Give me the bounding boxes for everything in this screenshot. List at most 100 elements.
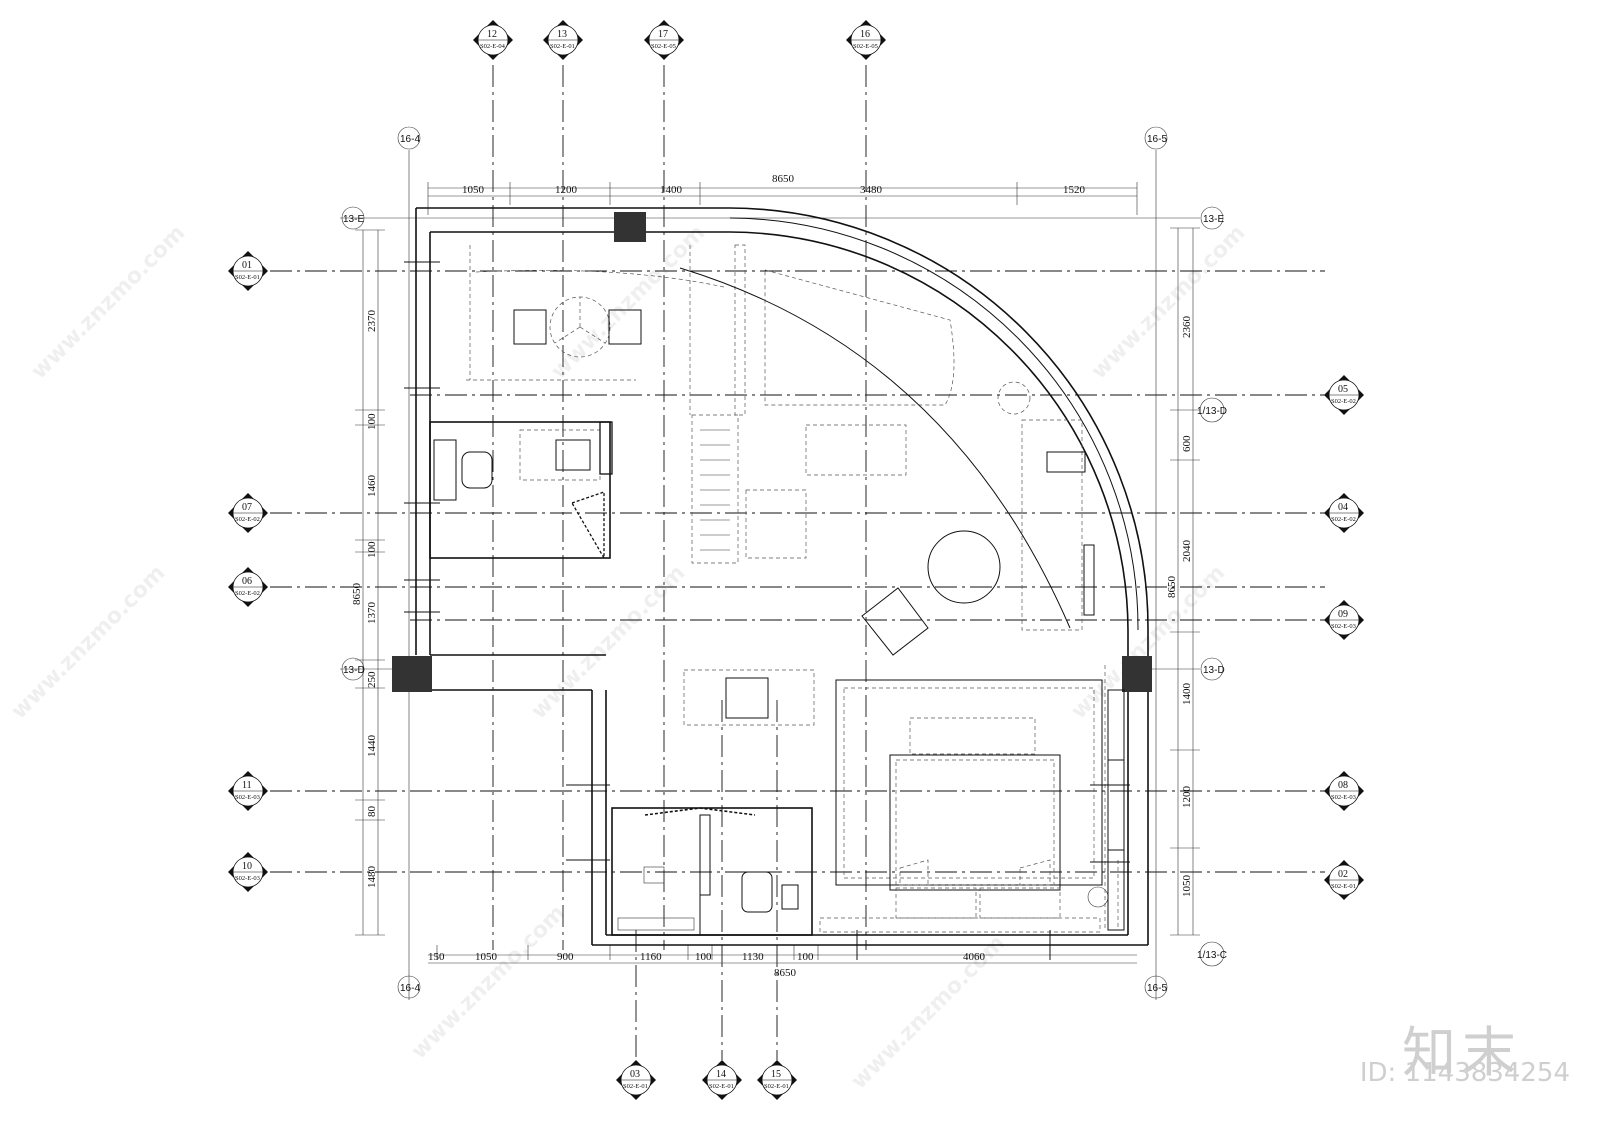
svg-text:S02-E-02: S02-E-02 [1331, 398, 1356, 405]
grid-bubble [1144, 975, 1168, 999]
grid-bubble [1200, 206, 1224, 230]
brand-watermark: 知末 [1402, 1021, 1522, 1084]
svg-text:S02-E-02: S02-E-02 [235, 590, 260, 597]
floor-lamp [997, 381, 1031, 415]
bench-cushion [1083, 544, 1095, 616]
toilet [461, 451, 493, 489]
svg-text:15: 15 [771, 1069, 781, 1080]
bathroom-room [611, 807, 813, 936]
shower [433, 439, 457, 501]
left-dim-label: 1440 [366, 735, 378, 758]
right-dim-label: 1050 [1181, 875, 1193, 898]
watermark-text: www.znzmo.com [407, 900, 571, 1064]
window-panel [1107, 759, 1125, 851]
bottom-dim-label: 1050 [475, 951, 498, 963]
svg-text:S02-E-01: S02-E-01 [550, 43, 575, 50]
baseboard-cabinet [819, 917, 1101, 933]
dimension-lines [340, 150, 1200, 1000]
bottom-dim-label: 900 [557, 951, 574, 963]
elevation-tag: 12 S02-E-04 [473, 20, 513, 60]
grid-bubble [1199, 941, 1225, 967]
bottom-dim-label: 100 [797, 951, 814, 963]
svg-text:S02-E-03: S02-E-03 [235, 875, 260, 882]
grid-label: 16-4 [400, 134, 420, 145]
window-panel [1107, 689, 1125, 761]
column-block [392, 656, 432, 692]
lounge-chair [861, 587, 929, 656]
elevation-tag: 03 S02-E-01 [616, 1060, 656, 1100]
column-block [1122, 656, 1152, 692]
bedroom-area [819, 679, 1109, 933]
svg-text:02: 02 [1338, 869, 1348, 880]
bed [889, 754, 1061, 891]
svg-text:S02-E-03: S02-E-03 [1331, 623, 1356, 630]
basin-counter [519, 429, 601, 481]
side-table [1046, 451, 1086, 473]
image-id-label: ID: 1143834254 [1359, 1058, 1570, 1088]
left-dim-label: 1480 [366, 866, 378, 889]
elevation-tags-right: 05 S02-E-02 04 S02-E-02 09 S02-E-03 08 S… [1324, 375, 1364, 900]
svg-text:S02-E-03: S02-E-03 [1331, 794, 1356, 801]
svg-text:06: 06 [242, 576, 252, 587]
grid-label: 13-E [343, 214, 364, 225]
watermark-text: www.znzmo.com [547, 220, 711, 384]
glass-partition [699, 814, 711, 896]
left-dim-label: 250 [366, 671, 378, 688]
svg-text:07: 07 [242, 502, 252, 513]
grid-label: 16-5 [1147, 983, 1167, 994]
svg-text:S02-E-04: S02-E-04 [480, 43, 506, 50]
svg-text:S02-E-03: S02-E-03 [235, 794, 260, 801]
watermark-text: www.znzmo.com [7, 560, 171, 724]
grid-label: 16-4 [400, 983, 420, 994]
left-dim-label: 2370 [366, 310, 378, 333]
svg-text:16: 16 [860, 29, 870, 40]
svg-text:S02-E-02: S02-E-02 [1331, 516, 1356, 523]
svg-text:08: 08 [1338, 780, 1348, 791]
vanity-desk [745, 489, 807, 559]
bench [895, 887, 977, 919]
left-dim-label: 1370 [366, 602, 378, 625]
bed-rug [835, 679, 1103, 886]
right-dim-label: 2360 [1181, 316, 1193, 339]
watermark-text: www.znzmo.com [1087, 220, 1251, 384]
svg-text:12: 12 [487, 29, 497, 40]
svg-text:04: 04 [1338, 502, 1348, 513]
left-dim-label: 100 [366, 413, 378, 430]
sofa-bench [1021, 419, 1083, 631]
elevation-tag: 09 S02-E-03 [1324, 600, 1364, 640]
window-panel [1107, 849, 1125, 931]
svg-text:01: 01 [242, 260, 252, 271]
left-dimension-texts: 2370 100 1460 100 8650 1370 250 1440 80 … [351, 310, 378, 889]
watermark-text: www.znzmo.com [27, 220, 191, 384]
grid-bubble [341, 657, 365, 681]
elevation-tag: 05 S02-E-02 [1324, 375, 1364, 415]
drain [643, 866, 665, 884]
grid-bubble [1200, 657, 1224, 681]
armchair [513, 309, 547, 345]
grid-bubble [341, 206, 365, 230]
daybed [764, 269, 955, 406]
elevation-tag: 17 S02-E-05 [644, 20, 684, 60]
left-dim-label: 8650 [351, 583, 363, 606]
svg-text:09: 09 [1338, 609, 1348, 620]
grid-bubble [397, 975, 421, 999]
elevation-tags-top: 12 S02-E-04 13 S02-E-01 17 S02-E-05 16 S… [473, 20, 886, 60]
svg-text:S02-E-05: S02-E-05 [853, 43, 878, 50]
elevation-tag: 16 S02-E-05 [846, 20, 886, 60]
bottom-dim-label: 1130 [742, 951, 764, 963]
top-dim-label: 8650 [772, 173, 795, 185]
top-dim-label: 1520 [1063, 184, 1086, 196]
bathroom-upper [429, 421, 613, 561]
bottom-dim-label: 8650 [774, 967, 797, 979]
elevation-tag: 13 S02-E-01 [543, 20, 583, 60]
right-dim-label: 1200 [1181, 786, 1193, 809]
grid-bubbles: 16-4 16-5 16-4 16-5 13-E 13-E 13-D 13-D … [341, 126, 1227, 999]
toilet [741, 871, 773, 913]
bottom-dim-label: 100 [695, 951, 712, 963]
elevation-tag: 15 S02-E-01 [757, 1060, 797, 1100]
elevation-tag: 14 S02-E-01 [702, 1060, 742, 1100]
svg-text:S02-E-01: S02-E-01 [764, 1083, 789, 1090]
right-dim-label: 600 [1181, 435, 1193, 452]
bottom-dimension-texts: 150 1050 900 1160 100 1130 100 4060 8650 [428, 951, 986, 979]
svg-text:14: 14 [716, 1069, 726, 1080]
